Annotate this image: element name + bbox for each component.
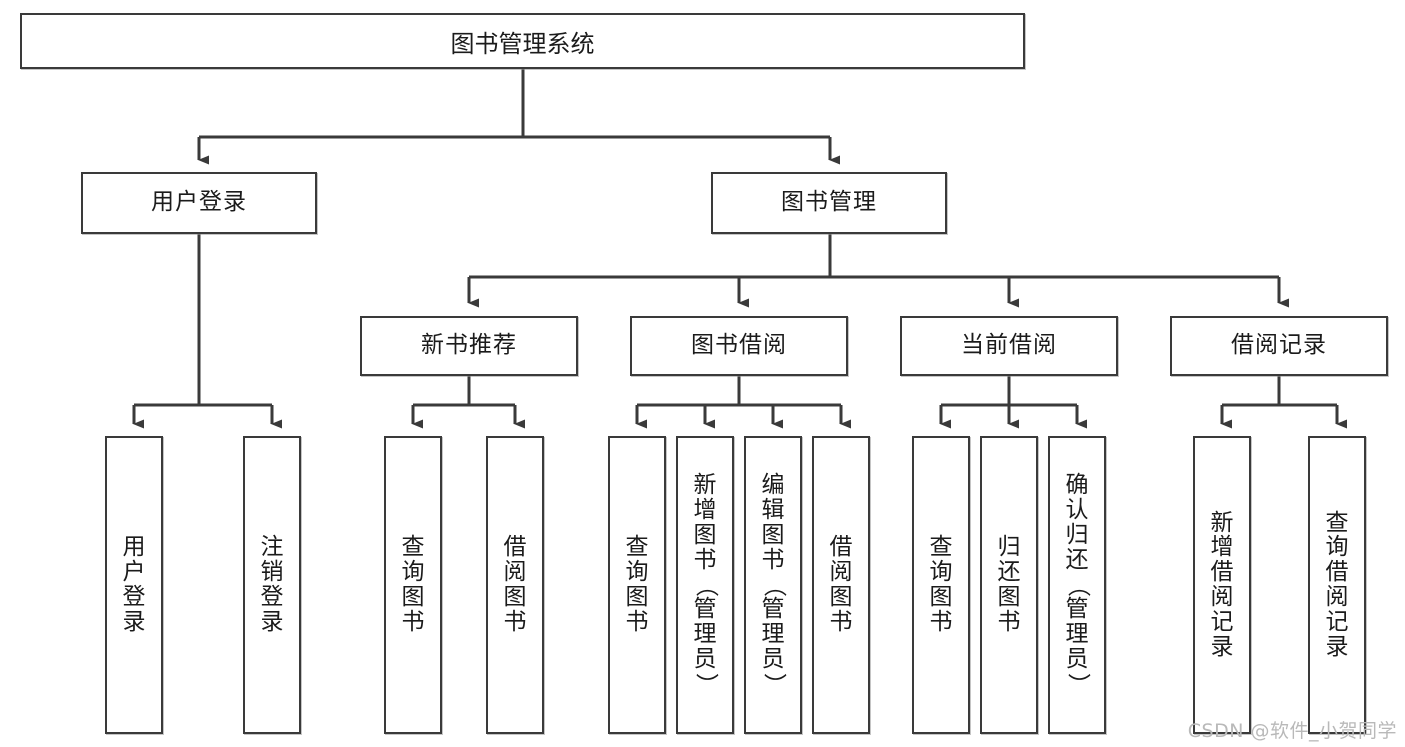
node-current-borrow[interactable]: 当前借阅	[900, 316, 1118, 376]
leaf-label-vertical: 注销登录	[260, 534, 284, 635]
leaf-label-vertical: 归还图书	[997, 534, 1021, 635]
leaf-edit-book-admin[interactable]: 编辑图书（管理员）	[744, 436, 802, 734]
leaf-borrow-book-recommend[interactable]: 借阅图书	[486, 436, 544, 734]
leaf-label-vertical: 查询图书	[929, 534, 953, 635]
leaf-user-login[interactable]: 用户登录	[105, 436, 163, 734]
leaf-query-borrow-record[interactable]: 查询借阅记录	[1308, 436, 1366, 734]
node-book-management[interactable]: 图书管理	[711, 172, 947, 234]
leaf-query-book-recommend[interactable]: 查询图书	[384, 436, 442, 734]
node-book-borrow[interactable]: 图书借阅	[630, 316, 848, 376]
leaf-label-vertical: 查询借阅记录	[1325, 509, 1349, 660]
node-borrow-record[interactable]: 借阅记录	[1170, 316, 1388, 376]
leaf-return-book[interactable]: 归还图书	[980, 436, 1038, 734]
leaf-label-vertical: 确认归还（管理员）	[1064, 472, 1091, 696]
leaf-query-book-borrow[interactable]: 查询图书	[608, 436, 666, 734]
leaf-label-vertical: 新增图书（管理员）	[692, 472, 719, 696]
leaf-label-vertical: 查询图书	[625, 534, 649, 635]
leaf-label-vertical: 查询图书	[401, 534, 425, 635]
leaf-query-book-current[interactable]: 查询图书	[912, 436, 970, 734]
leaf-label-vertical: 借阅图书	[503, 534, 527, 635]
leaf-add-book-admin[interactable]: 新增图书（管理员）	[676, 436, 734, 734]
leaf-confirm-return-admin[interactable]: 确认归还（管理员）	[1048, 436, 1106, 734]
leaf-label-vertical: 编辑图书（管理员）	[760, 472, 787, 696]
node-user-login[interactable]: 用户登录	[81, 172, 317, 234]
node-new-book-recommendation[interactable]: 新书推荐	[360, 316, 578, 376]
leaf-borrow-book[interactable]: 借阅图书	[812, 436, 870, 734]
node-root-system[interactable]: 图书管理系统	[20, 13, 1025, 69]
leaf-logout-login[interactable]: 注销登录	[243, 436, 301, 734]
leaf-label-vertical: 用户登录	[122, 534, 146, 635]
leaf-label-vertical: 新增借阅记录	[1210, 509, 1234, 660]
leaf-add-borrow-record[interactable]: 新增借阅记录	[1193, 436, 1251, 734]
leaf-label-vertical: 借阅图书	[829, 534, 853, 635]
watermark-text: CSDN @软件_小贺同学	[1187, 720, 1397, 742]
